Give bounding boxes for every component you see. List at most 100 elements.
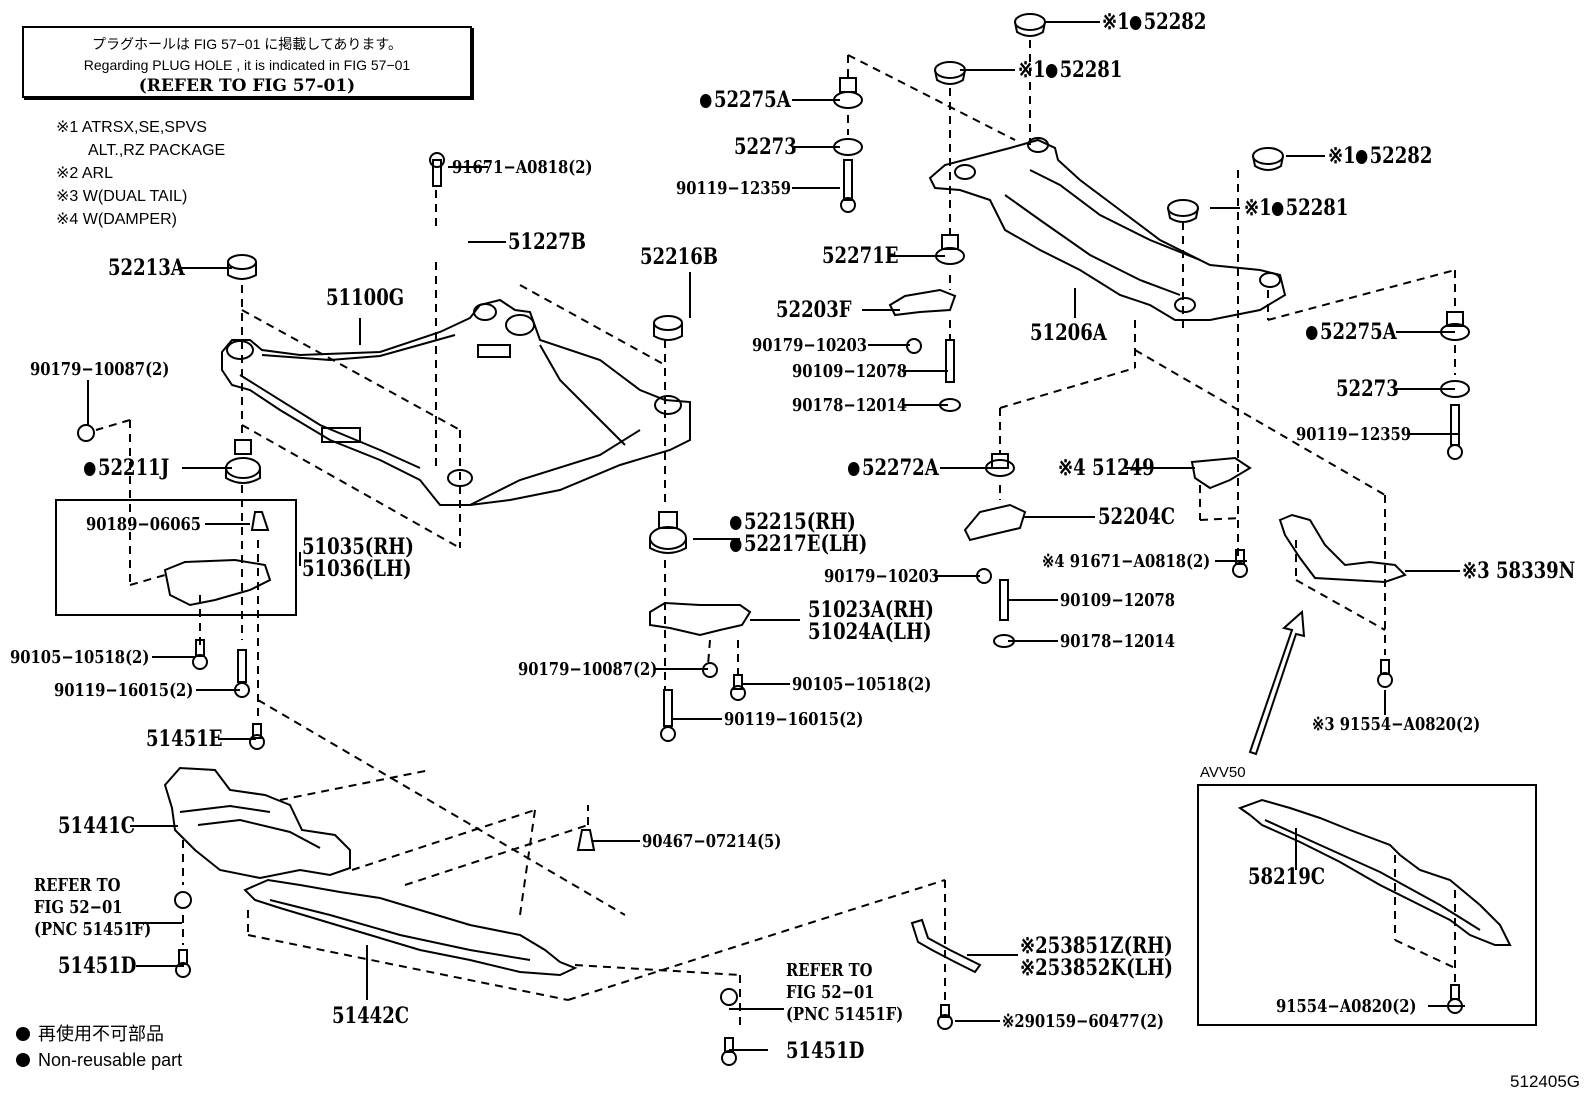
note-reference: (REFER TO FIG 57-01) [138,76,356,96]
part-label[interactable]: 51227B [508,229,587,255]
note-japanese: プラグホールは FIG 57−01 に掲載してあります。 [91,36,403,52]
part-label[interactable]: 52217E(LH) [730,533,867,555]
part-label[interactable]: 90105−10518(2) [792,674,932,695]
condition-note: ※2 ARL [56,165,113,182]
legend-japanese: 再使用不可部品 [16,1021,182,1047]
part-label[interactable]: 52275A [700,89,791,111]
non-reusable-icon [730,538,742,552]
part-label[interactable]: 91671−A0818(2) [452,157,593,178]
part-label[interactable]: 91554−A0820(2) [1276,996,1417,1017]
non-reusable-icon [1271,202,1284,216]
non-reusable-icon [1129,16,1142,30]
non-reusable-icon [1045,64,1058,78]
part-label[interactable]: ※253851Z(RH) [1020,933,1173,959]
engine-under-cover-51442C [243,878,578,977]
engine-under-cover-51441C [163,766,351,880]
fasteners [77,13,1470,1066]
condition-note: ALT.,RZ PACKAGE [88,142,226,159]
part-label[interactable]: ※290159−60477(2) [1002,1011,1164,1032]
reference-label: REFER TO [34,875,121,896]
part-label[interactable]: 90179−10203 [752,335,868,356]
non-reusable-icon [1355,150,1368,164]
figure-id: 512405G [1510,1072,1580,1091]
part-label[interactable]: 52271E [822,243,899,269]
part-label[interactable]: ※4 91671−A0818(2) [1042,551,1211,572]
direction-arrow [1248,609,1306,756]
rear-crossmember-51206A [928,137,1287,321]
leader-lines [87,21,1465,1051]
part-label[interactable]: 51451D [58,953,137,979]
non-reusable-icon [848,462,860,476]
part-label[interactable]: 51036(LH) [302,556,412,582]
part-label[interactable]: 52211J [84,457,169,479]
condition-notes: ※1 ATRSX,SE,SPVS ALT.,RZ PACKAGE ※2 ARL … [56,116,225,231]
part-label[interactable]: 90467−07214(5) [642,831,782,852]
legend-english: Non-reusable part [16,1047,182,1073]
reference-label: (PNC 51451F) [786,1004,904,1025]
part-label[interactable]: ※253852K(LH) [1020,955,1173,981]
part-label[interactable]: 90178−12014 [792,395,908,416]
part-label[interactable]: 90178−12014 [1060,631,1176,652]
part-label[interactable]: 51206A [1030,320,1107,346]
part-label[interactable]: ※4 51249 [1058,455,1155,481]
non-reusable-icon [1306,326,1318,340]
part-label[interactable]: 58219C [1248,864,1326,890]
bracket-group-frame [55,499,297,616]
symbol-legend: 再使用不可部品 Non-reusable part [16,1021,182,1073]
reference-label: REFER TO [786,960,873,981]
part-label[interactable]: 52273 [1336,376,1399,402]
part-label[interactable]: 90119−16015(2) [724,709,864,730]
part-label[interactable]: 51024A(LH) [808,619,932,645]
part-label[interactable]: 52273 [734,134,797,160]
part-label[interactable]: 51035(RH) [302,534,414,560]
bracket-58219C [1237,798,1512,946]
part-label[interactable]: 90189−06065 [86,514,202,535]
inset-title: AVV50 [1200,764,1246,781]
part-label[interactable]: 52203F [776,297,852,323]
condition-note: ※1 ATRSX,SE,SPVS [56,119,207,136]
non-reusable-icon [16,1053,30,1067]
part-label[interactable]: 52204C [1098,504,1176,530]
part-label[interactable]: 51442C [332,1003,410,1029]
note-english: Regarding PLUG HOLE , it is indicated in… [83,57,411,73]
part-label[interactable]: 90109−12078 [1060,590,1176,611]
reference-label[interactable]: FIG 52−01 [786,982,875,1003]
part-label[interactable]: 52275A [1306,321,1397,343]
part-label[interactable]: 90119−12359 [676,178,792,199]
plug-hole-note: プラグホールは FIG 57−01 に掲載してあります。 Regarding P… [22,26,472,98]
part-label[interactable]: ※3 91554−A0820(2) [1312,714,1481,735]
condition-note: ※3 W(DUAL TAIL) [56,188,188,205]
part-label[interactable]: 52213A [108,255,185,281]
non-reusable-icon [16,1027,30,1041]
part-label[interactable]: 52216B [640,244,719,270]
part-label[interactable]: 90179−10087(2) [518,659,658,680]
bracket-53851Z [910,918,982,974]
part-label[interactable]: 51023A(RH) [808,597,934,623]
part-label[interactable]: 51451D [786,1038,865,1064]
part-label[interactable]: 90109−12078 [792,361,908,382]
part-label[interactable]: 52272A [848,457,939,479]
bracket-58339N [1278,513,1407,584]
condition-note: ※4 W(DAMPER) [56,211,177,228]
part-label[interactable]: 90119−12359 [1296,424,1412,445]
part-label[interactable]: 51451E [146,726,223,752]
front-crossmember-51100G [221,298,691,506]
non-reusable-icon [700,94,712,108]
part-label[interactable]: ※3 58339N [1462,558,1576,584]
assembly-lines [95,40,1456,1030]
part-label[interactable]: 90179−10087(2) [30,359,170,380]
part-label[interactable]: 51100G [326,285,405,311]
part-label[interactable]: 51441C [58,813,136,839]
part-label[interactable]: 52215(RH) [730,511,856,533]
part-label[interactable]: 90105−10518(2) [10,647,150,668]
reference-label[interactable]: FIG 52−01 [34,897,123,918]
part-label[interactable]: 90179−10203 [824,566,940,587]
part-label[interactable]: 90119−16015(2) [54,680,194,701]
non-reusable-icon [730,516,742,530]
